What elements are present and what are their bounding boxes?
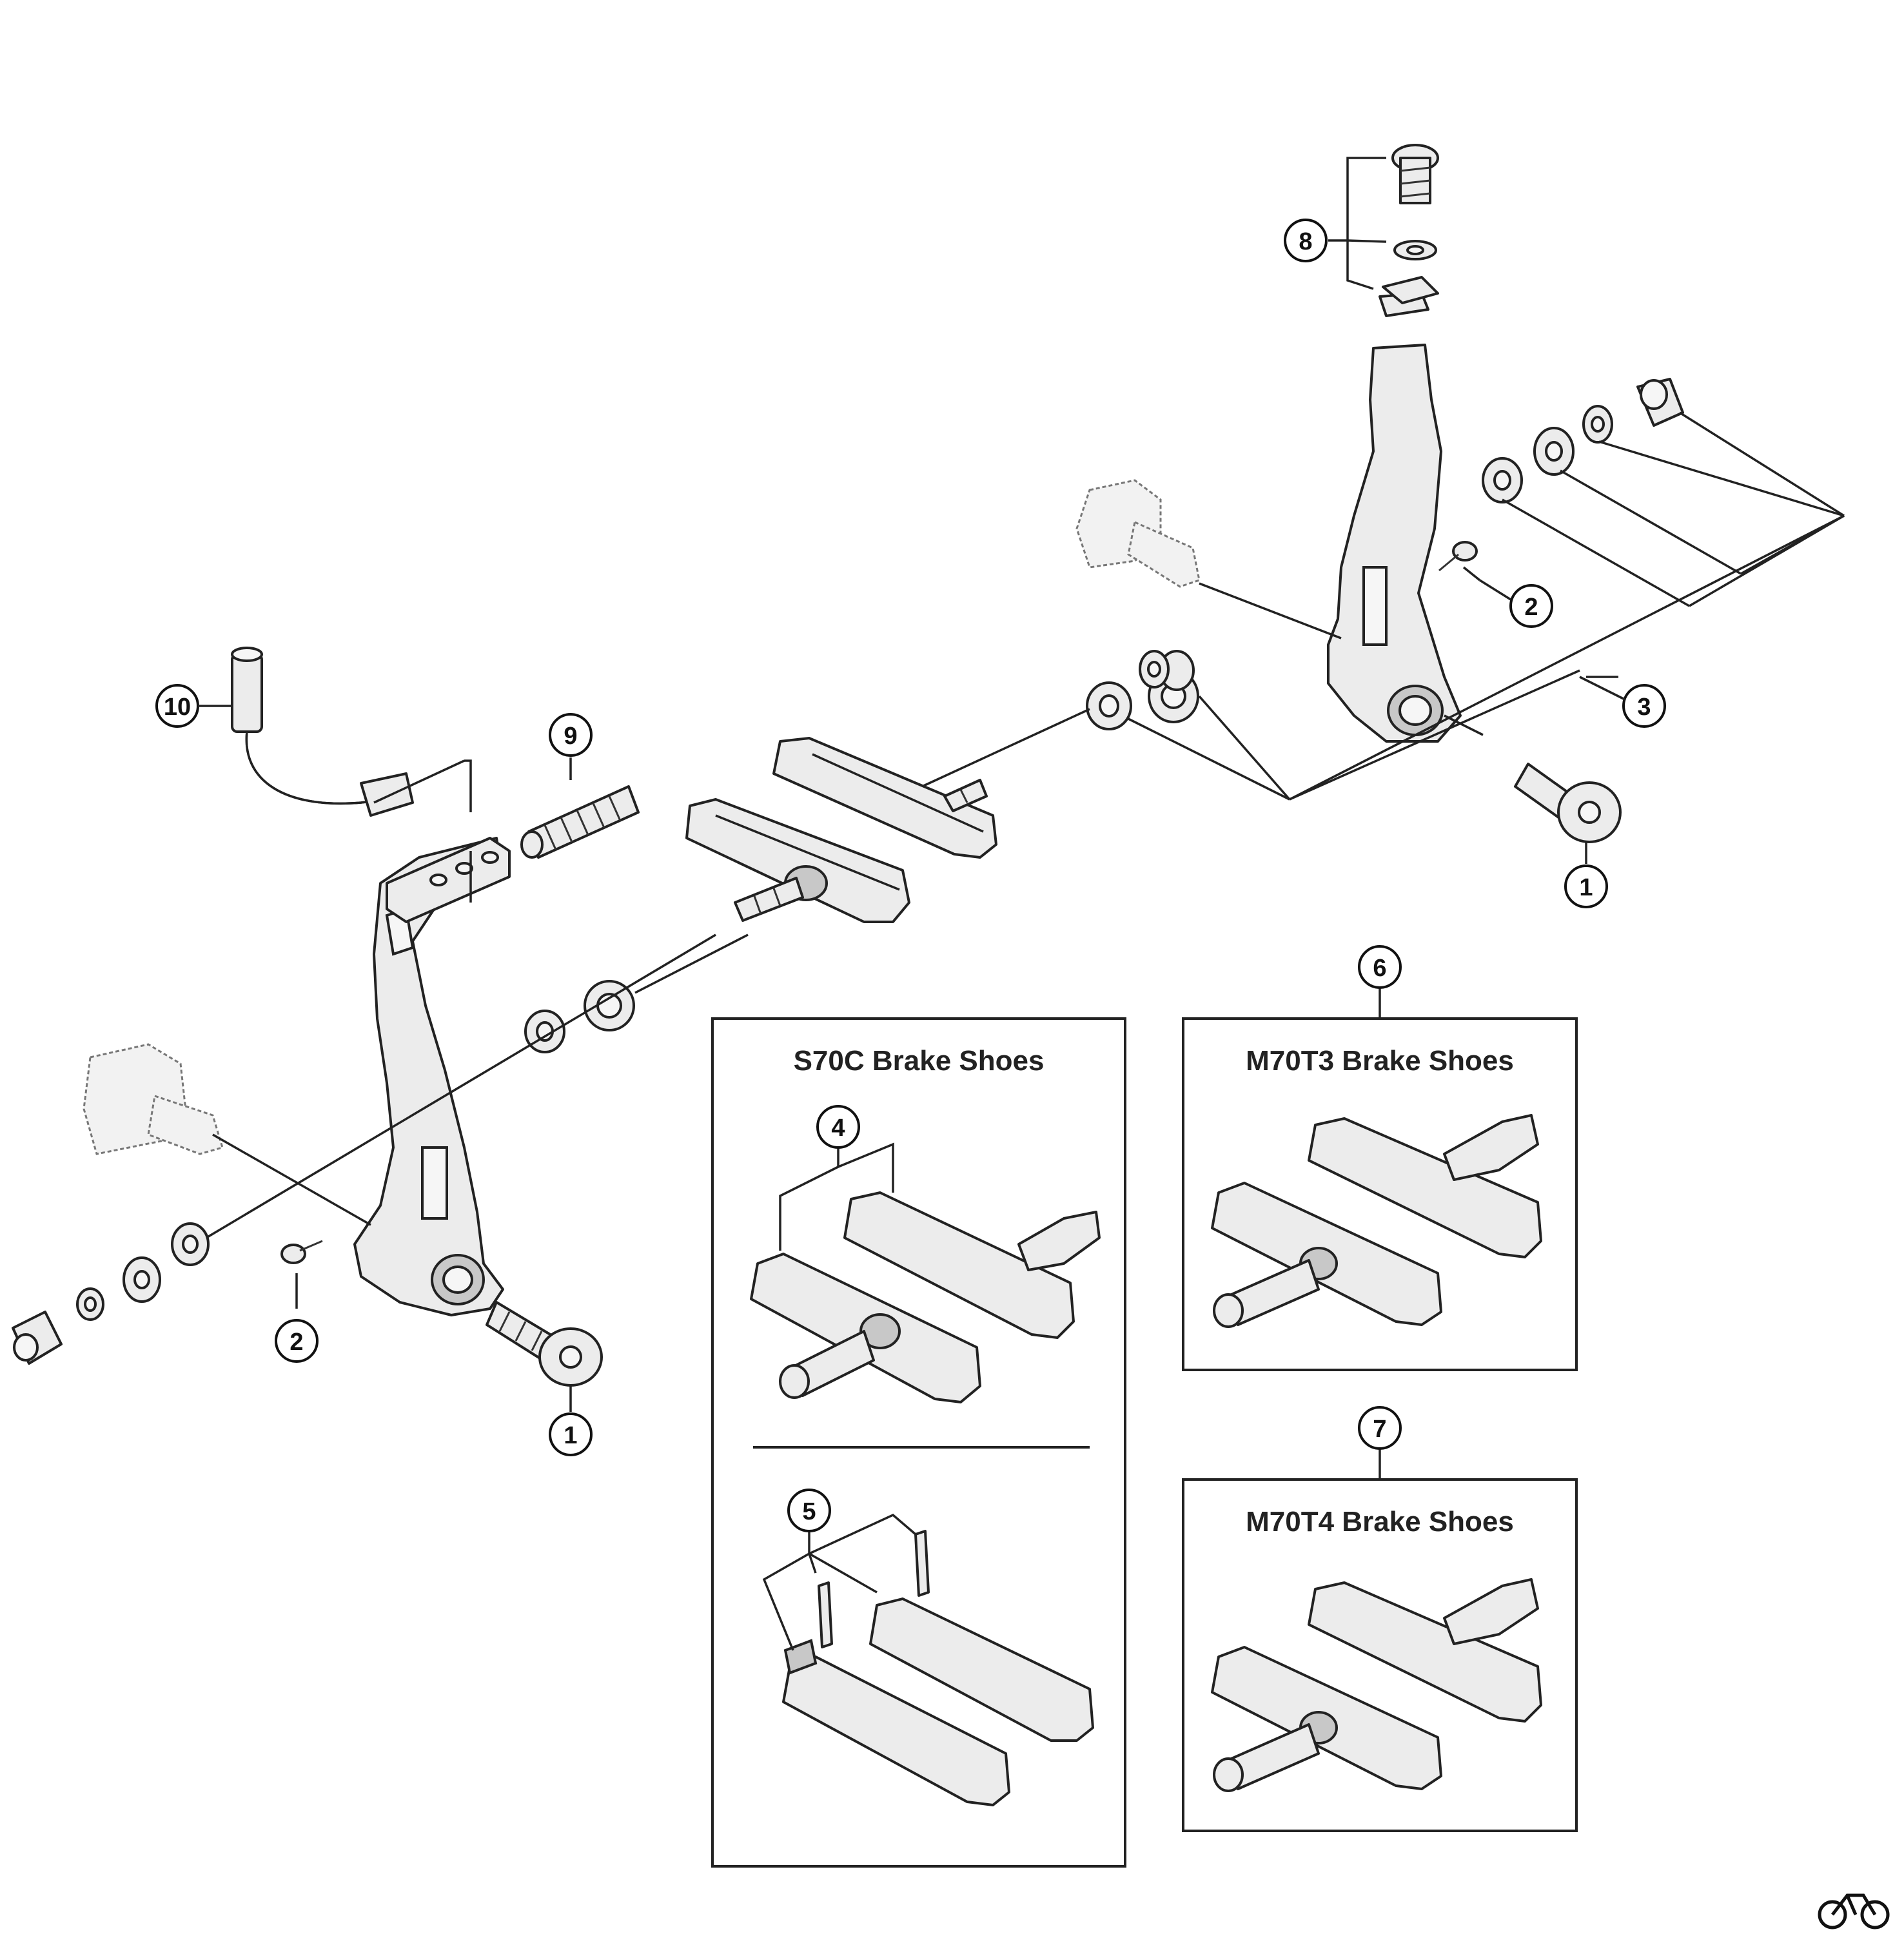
callout-7: 7 — [1358, 1406, 1402, 1450]
svg-text:2: 2 — [1524, 594, 1538, 621]
left-pivot-bolt — [486, 1301, 603, 1387]
callout-2-left: 2 — [275, 1319, 319, 1363]
adjusting-spring — [520, 785, 640, 859]
cable-lead-pipe — [231, 647, 414, 817]
left-brake-arm-assembly — [12, 647, 640, 1387]
left-washer-stack — [12, 1222, 210, 1365]
left-leader-lines — [206, 757, 749, 1412]
svg-text:1: 1 — [564, 1422, 577, 1449]
callout-3: 3 — [1622, 684, 1666, 728]
s70c-title: S70C Brake Shoes — [794, 1045, 1045, 1077]
cable-fixing-bolt — [1382, 144, 1439, 304]
right-pivot-bolt — [1514, 763, 1622, 843]
callout-9: 9 — [549, 713, 593, 757]
svg-text:9: 9 — [564, 723, 577, 750]
right-brake-arm — [1327, 344, 1462, 743]
right-leader-lines — [921, 157, 1845, 864]
svg-text:10: 10 — [164, 694, 191, 721]
right-spring-screw — [1438, 541, 1478, 572]
svg-text:4: 4 — [831, 1115, 845, 1142]
right-washer-stack — [1482, 378, 1684, 503]
s70c-brake-shoes-box: S70C Brake Shoes — [711, 1017, 1126, 1868]
svg-text:5: 5 — [802, 1498, 816, 1525]
right-brake-arm-assembly — [1075, 144, 1684, 843]
callout-5: 5 — [787, 1489, 831, 1532]
s70c-leader-lines — [762, 1142, 917, 1651]
rear-brake-shoe — [772, 737, 997, 859]
svg-text:2: 2 — [290, 1329, 303, 1356]
callout-6: 6 — [1358, 945, 1402, 989]
svg-text:1: 1 — [1579, 874, 1593, 901]
m70t3-title: M70T3 Brake Shoes — [1246, 1045, 1514, 1077]
m70t3-brake-shoes-box: M70T3 Brake Shoes — [1182, 1017, 1578, 1371]
callout-2-right: 2 — [1509, 584, 1553, 628]
callout-1-left: 1 — [549, 1412, 593, 1456]
front-brake-shoe — [685, 798, 910, 923]
callout-1-right: 1 — [1564, 864, 1608, 908]
svg-text:7: 7 — [1373, 1416, 1386, 1443]
left-spring-screw — [280, 1240, 323, 1264]
callout-10: 10 — [155, 684, 199, 728]
svg-text:6: 6 — [1373, 955, 1386, 982]
m70t4-title: M70T4 Brake Shoes — [1246, 1506, 1514, 1538]
svg-text:8: 8 — [1299, 228, 1312, 255]
svg-text:3: 3 — [1637, 694, 1651, 721]
callout-8: 8 — [1284, 219, 1328, 262]
bicycle-icon — [1818, 1893, 1890, 1929]
callout-4: 4 — [816, 1105, 860, 1149]
main-brake-shoes — [685, 737, 997, 923]
m70t4-brake-shoes-box: M70T4 Brake Shoes — [1182, 1478, 1578, 1832]
